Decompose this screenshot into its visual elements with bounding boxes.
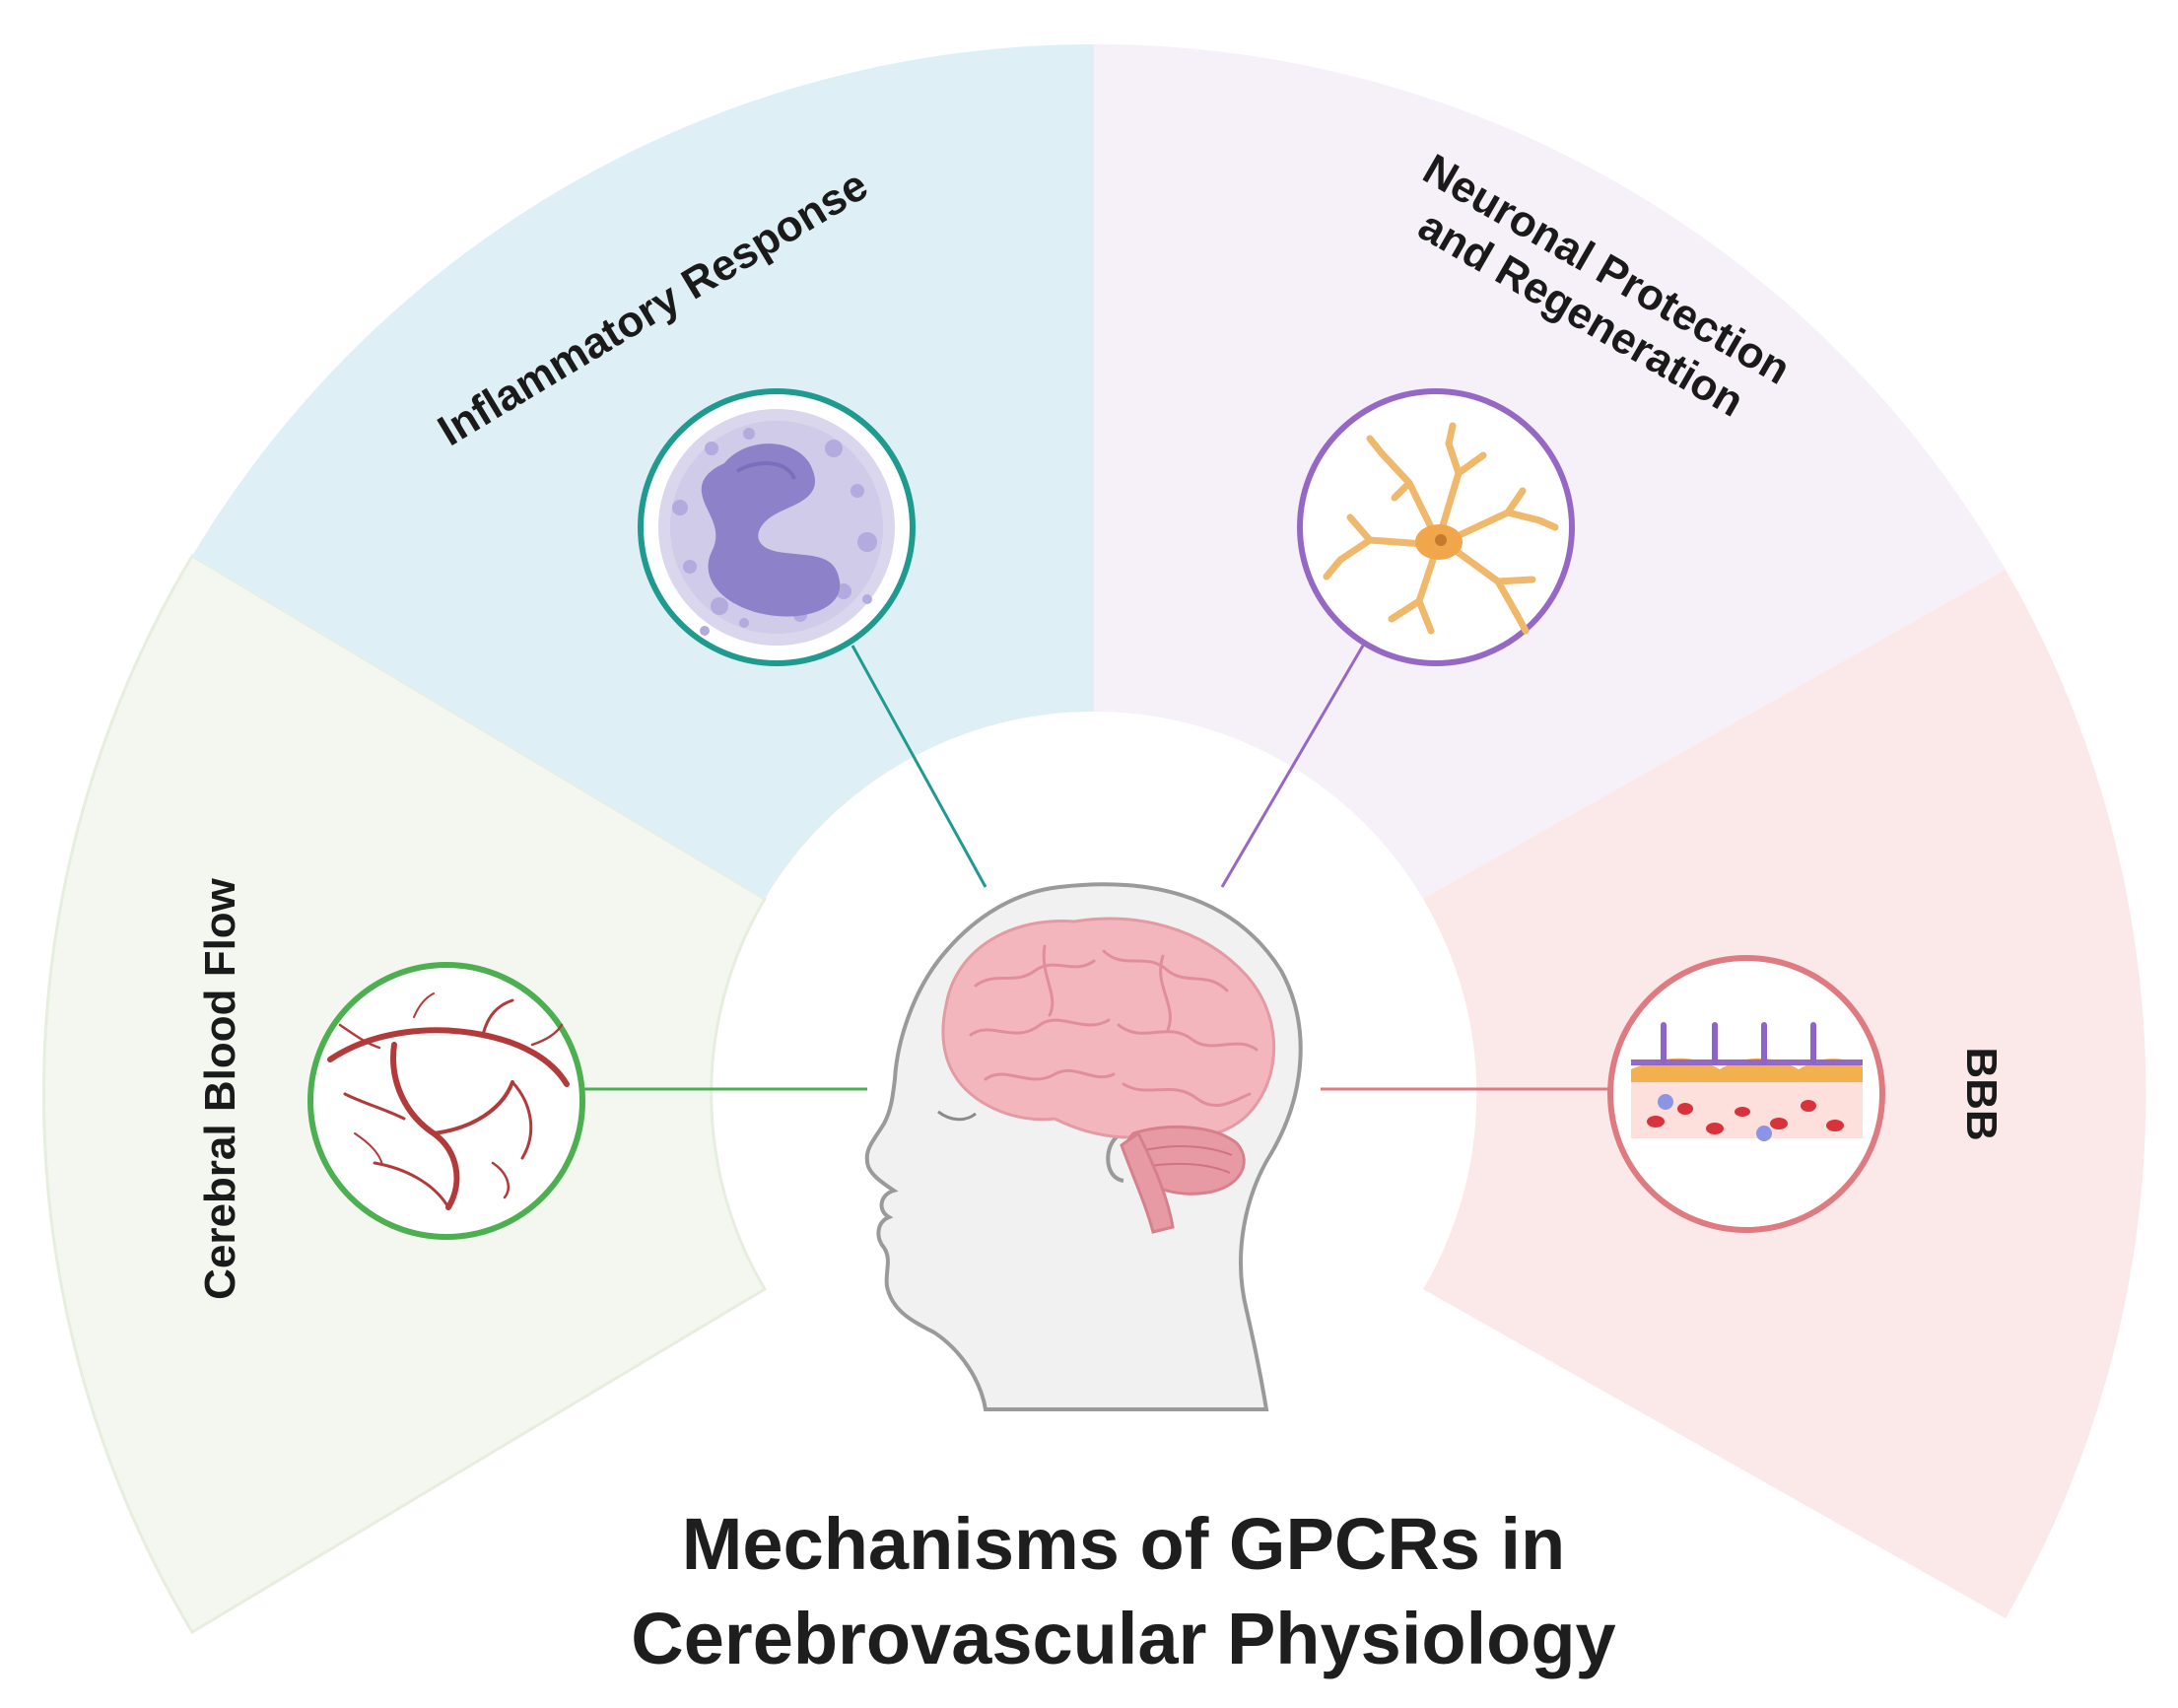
blood-vessel-network-icon: [307, 962, 585, 1240]
title-line-2: Cerebrovascular Physiology: [631, 1598, 1615, 1679]
connector-inflammatory-response: [851, 645, 987, 888]
brain-stem: [1120, 1130, 1175, 1234]
sector-inflammatory-response-wedge: [192, 43, 1094, 900]
connector-neuronal-protection: [1220, 645, 1365, 888]
human-head-brain-icon: [864, 882, 1303, 1411]
label-bbb: BBB: [1957, 1047, 2006, 1140]
sector-inflammatory-response: [192, 43, 1094, 900]
neuron-cell-icon: [1297, 388, 1575, 666]
blood-brain-barrier-icon: [1607, 955, 1885, 1233]
brain-cerebrum: [941, 917, 1276, 1139]
neutrophil-cell-icon: [638, 388, 916, 666]
title-line-1: Mechanisms of GPCRs in: [682, 1503, 1565, 1585]
label-cerebral-blood-flow: Cerebral Blood Flow: [196, 877, 244, 1300]
